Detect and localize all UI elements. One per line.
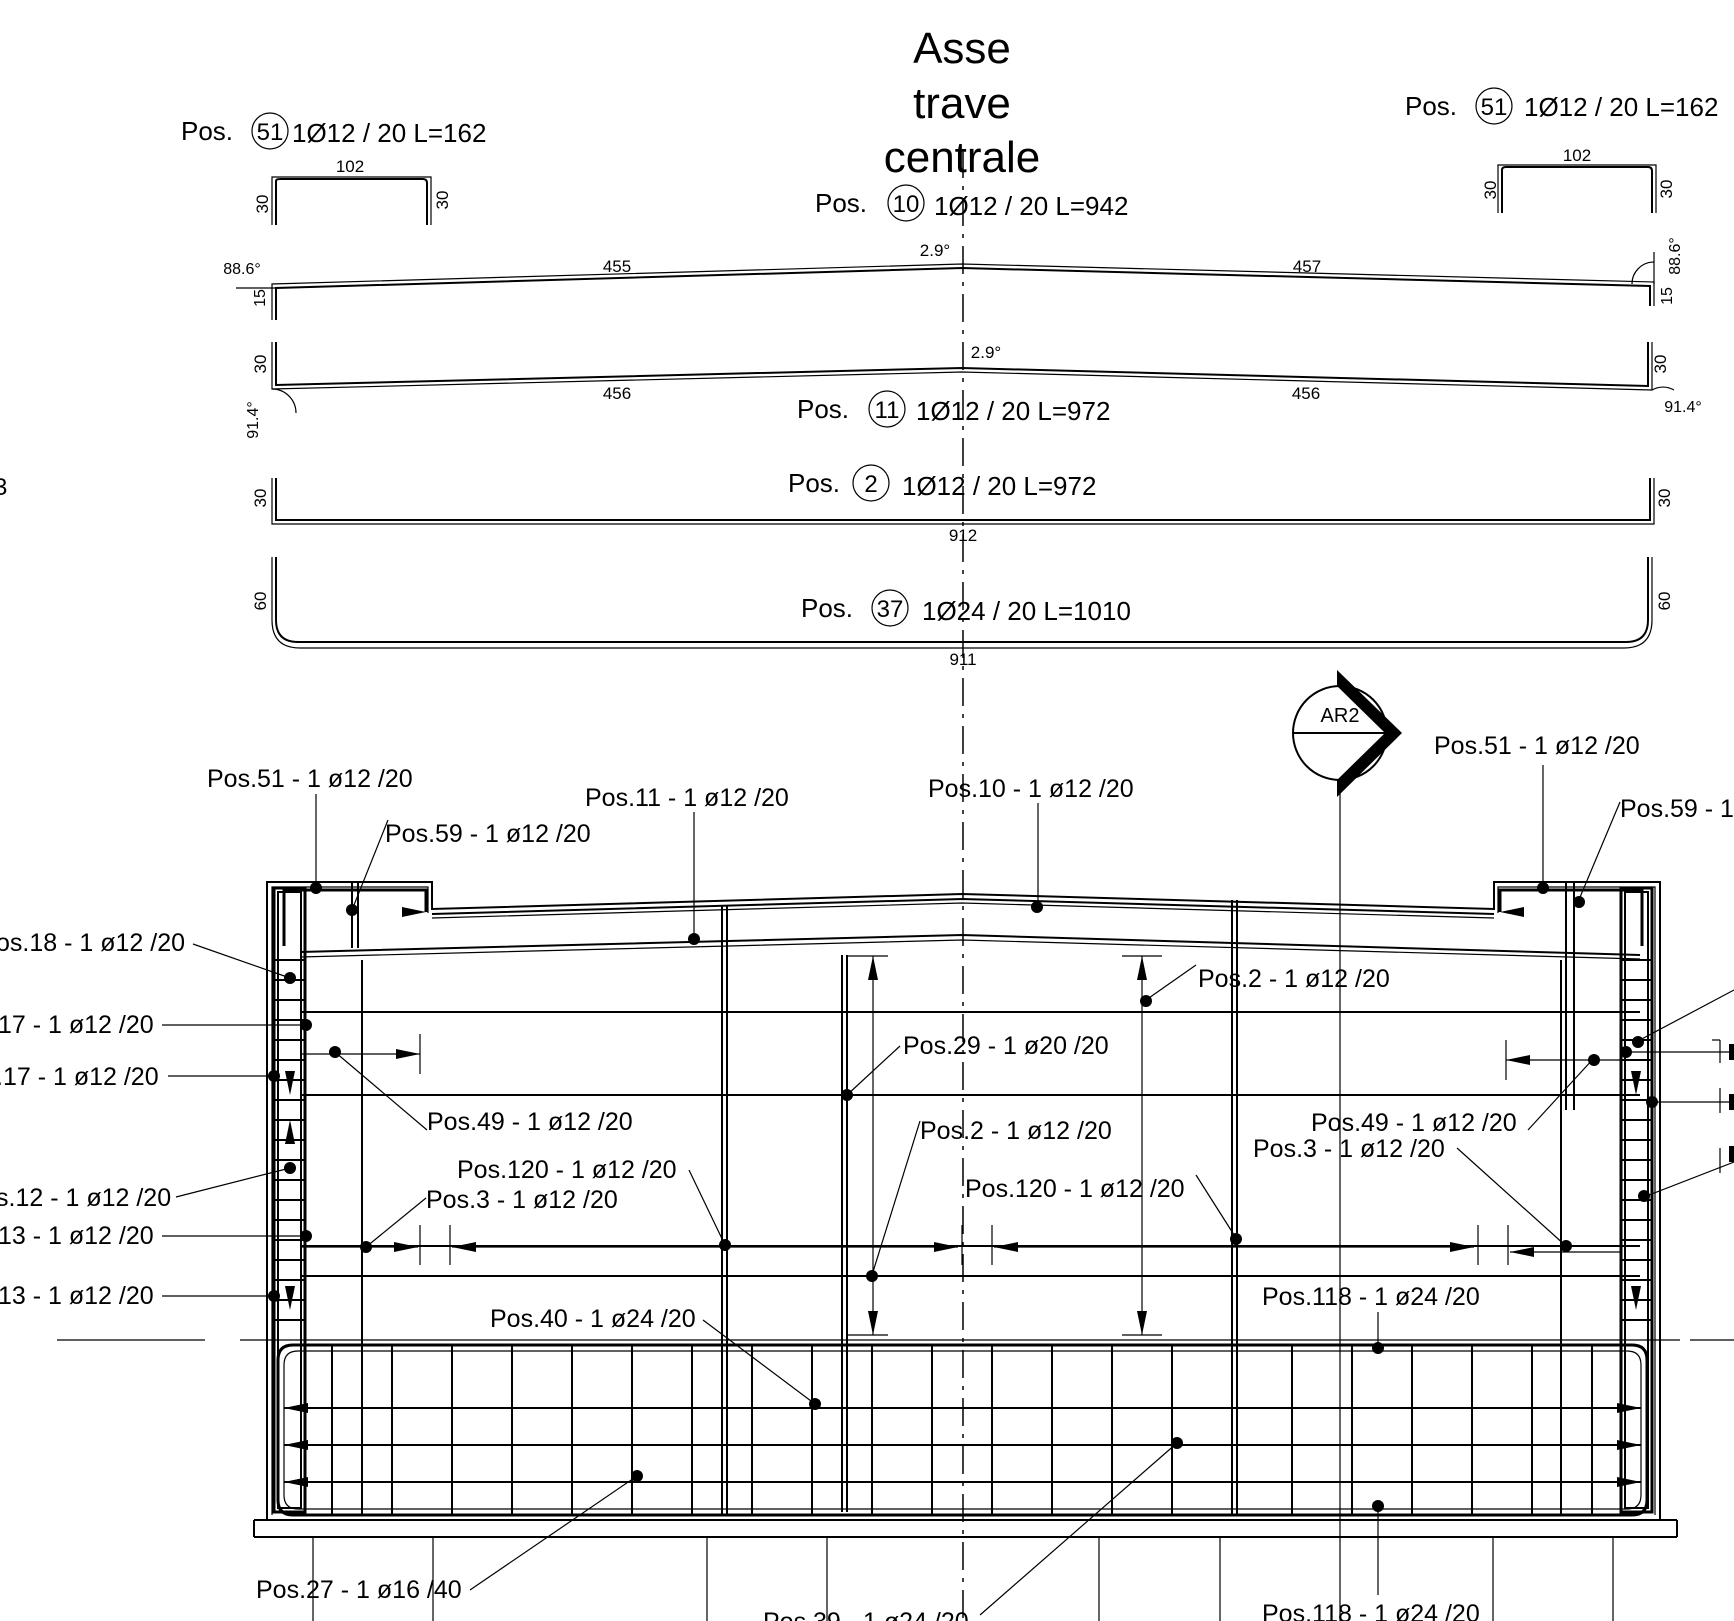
callout-pos51-right: Pos.51 - 1 ø12 /20 [1434,732,1640,760]
callout-pos59-right: Pos.59 - 1 [1620,795,1734,823]
bar-shape-pos11: Pos. 11 1Ø12 / 20 L=972 2.9° 456 456 91.… [245,342,1702,439]
pos37-leg-left: 60 [251,592,270,611]
pos11-prefix: Pos. [797,394,849,424]
pos11-spec: 1Ø12 / 20 L=972 [916,396,1110,426]
pos2-circle [852,464,890,502]
bar-shape-pos51-left: Pos. 51 1Ø12 / 20 L=162 102 30 30 [181,112,486,225]
pos11-len-left: 456 [603,384,631,403]
bottom-slab-stirrups [331,1345,1593,1515]
left-edge-fragment: 3 [0,474,7,501]
callout-pos3-right: Pos.3 - 1 ø12 /20 [1253,1135,1445,1163]
callout-pos120-right: Pos.120 - 1 ø12 /20 [965,1175,1185,1203]
pos11-angle-right: 91.4° [1664,399,1702,416]
pos2-prefix: Pos. [788,468,840,498]
pos2-number: 2 [864,471,877,498]
callout-pos120-left: Pos.120 - 1 ø12 /20 [457,1156,677,1184]
pos51-right-spec: 1Ø12 / 20 L=162 [1524,92,1718,122]
pos51-left-prefix: Pos. [181,116,233,146]
pos10-leg-right: 15 [1659,287,1676,305]
pos51-left-spec: 1Ø12 / 20 L=162 [292,118,486,148]
pos37-len: 911 [949,650,976,669]
pos10-spec: 1Ø12 / 20 L=942 [934,191,1128,221]
pos51-right-dim-top: 102 [1563,146,1591,165]
callout-pos49-left: Pos.49 - 1 ø12 /20 [427,1108,633,1136]
callout-pos27: Pos.27 - 1 ø16 /40 [256,1576,462,1604]
axis-title-line1: Asse [913,24,1011,73]
pos11-len-right: 456 [1292,384,1320,403]
pos11-angle-left: 91.4° [245,401,262,439]
callout-pos18: os.18 - 1 ø12 /20 [0,929,185,957]
pos10-prefix: Pos. [815,188,867,218]
pos51-left-dim-top: 102 [336,157,364,176]
pos10-angle-left: 88.6° [223,261,261,278]
bar-shape-pos2: Pos. 2 1Ø12 / 20 L=972 912 30 30 [251,464,1674,545]
pos51-left-number: 51 [257,119,284,146]
callout-pos118-bottom: Pos.118 - 1 ø24 /20 [1262,1600,1480,1621]
pos51-right-number: 51 [1481,94,1508,121]
pos2-leg-right: 30 [1655,489,1674,508]
pos10-angle-top: 2.9° [920,241,950,260]
pos51-left-dim-left: 30 [253,195,272,214]
callout-pos2-a: Pos.2 - 1 ø12 /20 [1198,965,1390,993]
pos2-len: 912 [949,526,977,545]
pos11-number: 11 [875,397,900,424]
callout-labels: Pos.51 - 1 ø12 /20 Pos.59 - 1 ø12 /20 Po… [0,732,1734,1621]
pos11-leg-right: 30 [1651,355,1670,374]
pos11-circle [868,390,906,428]
pos10-len-right: 457 [1293,257,1321,276]
callout-pos2-b: Pos.2 - 1 ø12 /20 [920,1117,1112,1145]
callout-pos59-left: Pos.59 - 1 ø12 /20 [385,820,591,848]
pos2-spec: 1Ø12 / 20 L=972 [902,471,1096,501]
callout-pos17-a: 17 - 1 ø12 /20 [0,1011,154,1039]
pos51-right-prefix: Pos. [1405,91,1457,121]
callout-pos40: Pos.40 - 1 ø24 /20 [490,1305,696,1333]
callout-pos17-b: .17 - 1 ø12 /20 [0,1063,159,1091]
pos2-leg-left: 30 [251,489,270,508]
bar-shape-pos37: Pos. 37 1Ø24 / 20 L=1010 911 60 60 [251,557,1674,669]
section-view [57,881,1734,1621]
pos10-angle-right: 88.6° [1667,237,1684,275]
pos37-circle [871,589,909,627]
callout-pos11: Pos.11 - 1 ø12 /20 [585,784,789,812]
callout-pos10: Pos.10 - 1 ø12 /20 [928,775,1134,803]
pos51-right-circle [1475,87,1513,125]
pos51-left-circle [251,112,289,150]
left-wall-ladder [274,959,305,1321]
pos51-right-dim-left: 30 [1481,181,1500,200]
pos37-prefix: Pos. [801,593,853,623]
bar-shape-pos10: Pos. 10 1Ø12 / 20 L=942 2.9° 455 457 88.… [223,184,1684,320]
bar-shape-pos51-right: Pos. 51 1Ø12 / 20 L=162 102 30 30 [1405,87,1718,213]
callout-pos29: Pos.29 - 1 ø20 /20 [903,1032,1109,1060]
pos51-left-dim-right: 30 [433,191,452,210]
callout-pos49-right: Pos.49 - 1 ø12 /20 [1311,1109,1517,1137]
pos37-number: 37 [877,596,904,623]
callout-pos13-a: 13 - 1 ø12 /20 [0,1222,154,1250]
pos10-leg-left: 15 [252,289,269,307]
pos37-spec: 1Ø24 / 20 L=1010 [922,596,1131,626]
callout-pos118-top: Pos.118 - 1 ø24 /20 [1262,1283,1480,1311]
callout-pos51-left: Pos.51 - 1 ø12 /20 [207,765,413,793]
callout-pos3-left: Pos.3 - 1 ø12 /20 [426,1186,618,1214]
pos10-number: 10 [893,191,920,218]
section-marker-label: AR2 [1321,705,1360,727]
pos11-angle-top: 2.9° [971,343,1001,362]
axis-title-line2: trave [913,79,1011,128]
callout-pos12: s.12 - 1 ø12 /20 [0,1184,171,1212]
leader-lines [162,765,1734,1616]
pos51-right-dim-right: 30 [1657,180,1676,199]
axis-title-line3: centrale [884,133,1041,182]
section-marker-ar2: AR2 [1292,670,1402,1621]
pos11-leg-left: 30 [251,355,270,374]
callout-pos39: Pos.39 - 1 ø24 /20 [763,1608,969,1621]
pos10-circle [887,184,925,222]
pos10-len-left: 455 [603,257,631,276]
pos37-leg-right: 60 [1655,592,1674,611]
right-edge-label-stubs [1729,1044,1734,1162]
callout-pos13-b: 13 - 1 ø12 /20 [0,1282,154,1310]
